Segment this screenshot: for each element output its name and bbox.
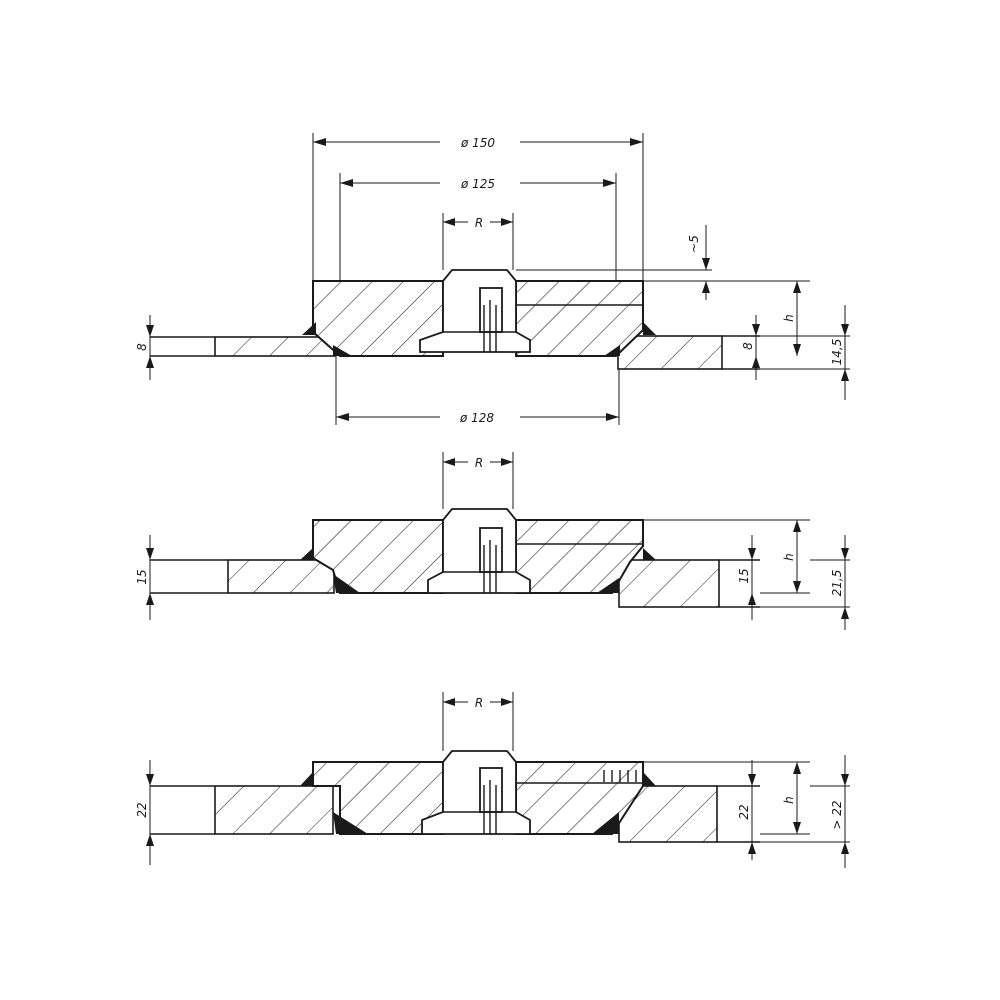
weld-middle-right2 xyxy=(597,578,619,593)
dim-mid-label: ø 125 xyxy=(460,177,495,191)
weld-middle-left xyxy=(300,548,313,560)
dim-r-label-top: R xyxy=(475,216,483,230)
core-top xyxy=(419,269,531,353)
dim-right-slab-label-top: 8 xyxy=(741,342,755,350)
plate-top-right xyxy=(515,280,644,357)
dim-outer-label: ø 150 xyxy=(460,136,495,150)
thread-marks xyxy=(603,770,637,782)
weld-bottom-right xyxy=(643,772,656,786)
weld-middle-right xyxy=(643,548,656,560)
weld-top-left xyxy=(302,322,316,335)
dim-right-slab-label-bottom: 22 xyxy=(737,804,751,819)
dim-h-label-top: h xyxy=(782,314,796,322)
weld-bottom-right2 xyxy=(592,812,619,834)
dim-left-label-bottom: 22 xyxy=(135,802,149,817)
weld-middle-left2 xyxy=(333,574,360,593)
dim-offset-label: ~5 xyxy=(687,235,701,253)
weld-top-right2 xyxy=(604,345,620,356)
dim-left-label-middle: 15 xyxy=(135,569,149,584)
dim-r-label-middle: R xyxy=(475,456,483,470)
dim-h-label-bottom: h xyxy=(782,796,796,804)
dim-right-total-label-bottom: > 22 xyxy=(830,800,844,829)
slab-left-bottom xyxy=(214,785,334,835)
plate-top xyxy=(312,280,444,357)
assembly-top: ø 150 ø 125 R ~5 h xyxy=(135,133,850,425)
slab-left-middle xyxy=(227,559,335,594)
weld-bottom-left xyxy=(300,772,313,786)
dim-right-slab-label-middle: 15 xyxy=(737,568,751,583)
dimensions-bottom: R 22 22 h > 22 xyxy=(135,692,850,868)
dim-right-total-label-top: 14,5 xyxy=(830,339,844,366)
slab-right-top xyxy=(617,335,760,370)
dim-h-label-middle: h xyxy=(782,553,796,561)
weld-bottom-left2 xyxy=(333,812,368,834)
weld-top-right xyxy=(643,322,656,335)
slab-right-middle xyxy=(618,559,720,608)
dimensions-middle: R 15 15 h 21,5 xyxy=(135,452,850,630)
assembly-bottom: R 22 22 h > 22 xyxy=(135,692,850,868)
core-bottom xyxy=(421,750,531,835)
assembly-middle: R 15 15 h 21,5 xyxy=(135,452,850,630)
dim-r-label-bottom: R xyxy=(475,696,483,710)
core-middle xyxy=(427,508,531,594)
dim-left-label-top: 8 xyxy=(135,343,149,351)
dim-bottom-label: ø 128 xyxy=(459,411,494,425)
weld-top-left2 xyxy=(333,345,352,356)
dimensions-top: ø 150 ø 125 R ~5 h xyxy=(135,133,850,425)
slab-left-top xyxy=(150,336,336,357)
dim-right-total-label-middle: 21,5 xyxy=(830,570,844,597)
